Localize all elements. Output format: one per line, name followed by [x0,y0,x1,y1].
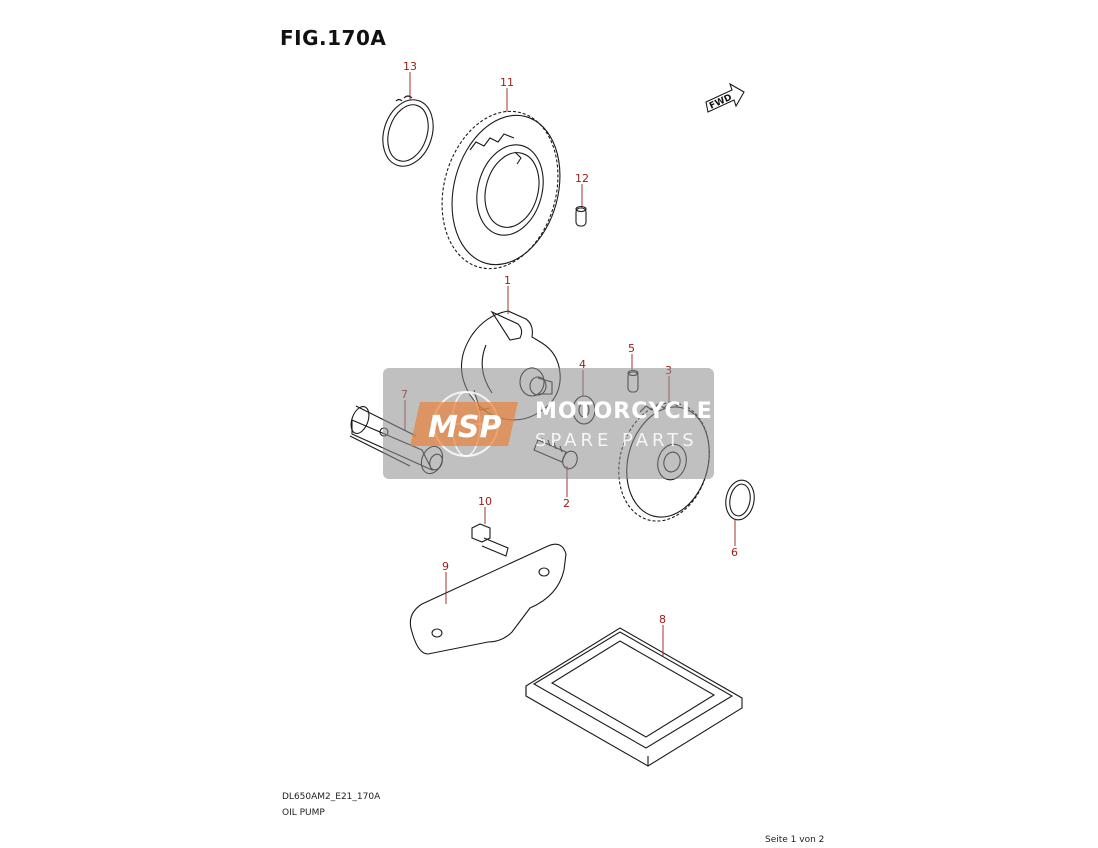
sprocket-part-11[interactable] [425,98,576,282]
plate-part-9[interactable] [409,543,567,655]
callout-10: 10 [478,495,492,508]
watermark-line1: MOTORCYCLE [535,399,713,424]
screen-part-8[interactable] [525,627,743,767]
callout-4: 4 [579,358,586,371]
pin-part-12[interactable] [575,205,587,227]
callout-2: 2 [563,497,570,510]
watermark: MSP MOTORCYCLE SPARE PARTS [383,368,714,479]
callout-12: 12 [575,172,589,185]
watermark-logo: MSP [428,410,501,445]
callout-1: 1 [504,274,511,287]
callout-8: 8 [659,613,666,626]
callout-13: 13 [403,60,417,73]
callout-5: 5 [628,342,635,355]
figure-title: FIG.170A [280,26,387,50]
fwd-arrow-icon [705,82,745,113]
watermark-line2: SPARE PARTS [535,430,698,451]
circlip-part-6[interactable] [723,478,758,522]
callout-6: 6 [731,546,738,559]
callout-9: 9 [442,560,449,573]
part-group-name: OIL PUMP [282,808,325,818]
bolt-part-10[interactable] [471,523,509,557]
circlip-part-13[interactable] [375,93,442,173]
model-code: DL650AM2_E21_170A [282,792,381,802]
page-indicator: Seite 1 von 2 [765,835,825,845]
callout-11: 11 [500,76,514,89]
